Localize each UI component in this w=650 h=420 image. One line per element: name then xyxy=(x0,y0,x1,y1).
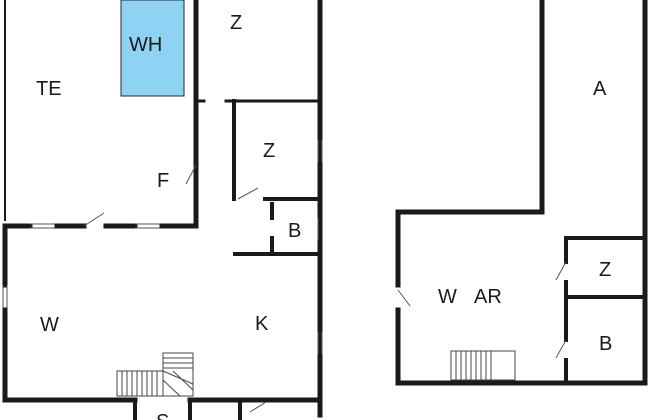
door-f xyxy=(185,164,197,185)
upper-floor-plan xyxy=(395,0,648,386)
door-upper-left xyxy=(397,289,411,307)
door-upper-z xyxy=(555,261,567,281)
room-label-a: A xyxy=(593,78,607,100)
door-bottom-partial xyxy=(249,401,267,413)
room-label-b: B xyxy=(288,220,301,242)
stairs-ground xyxy=(116,352,194,397)
room-label-upper-b: B xyxy=(599,333,612,355)
room-label-k: K xyxy=(255,313,269,335)
room-label-upper-z: Z xyxy=(599,259,611,281)
ground-floor-plan xyxy=(2,0,323,420)
room-label-z-mid: Z xyxy=(263,140,275,162)
room-label-f: F xyxy=(157,170,169,192)
room-label-upper-w: W xyxy=(438,286,457,308)
stairs-upper xyxy=(450,350,516,381)
room-label-ar: AR xyxy=(474,286,502,308)
room-label-te: TE xyxy=(36,78,62,100)
door-upper-b xyxy=(555,339,567,359)
door-z-mid xyxy=(237,187,259,200)
wh-room-fill xyxy=(120,0,185,97)
room-label-wh: WH xyxy=(129,34,162,56)
room-label-partial-bottom: S xyxy=(156,411,169,420)
door-te-w xyxy=(83,212,105,227)
room-label-w: W xyxy=(40,314,59,336)
room-label-z-top: Z xyxy=(230,12,242,34)
